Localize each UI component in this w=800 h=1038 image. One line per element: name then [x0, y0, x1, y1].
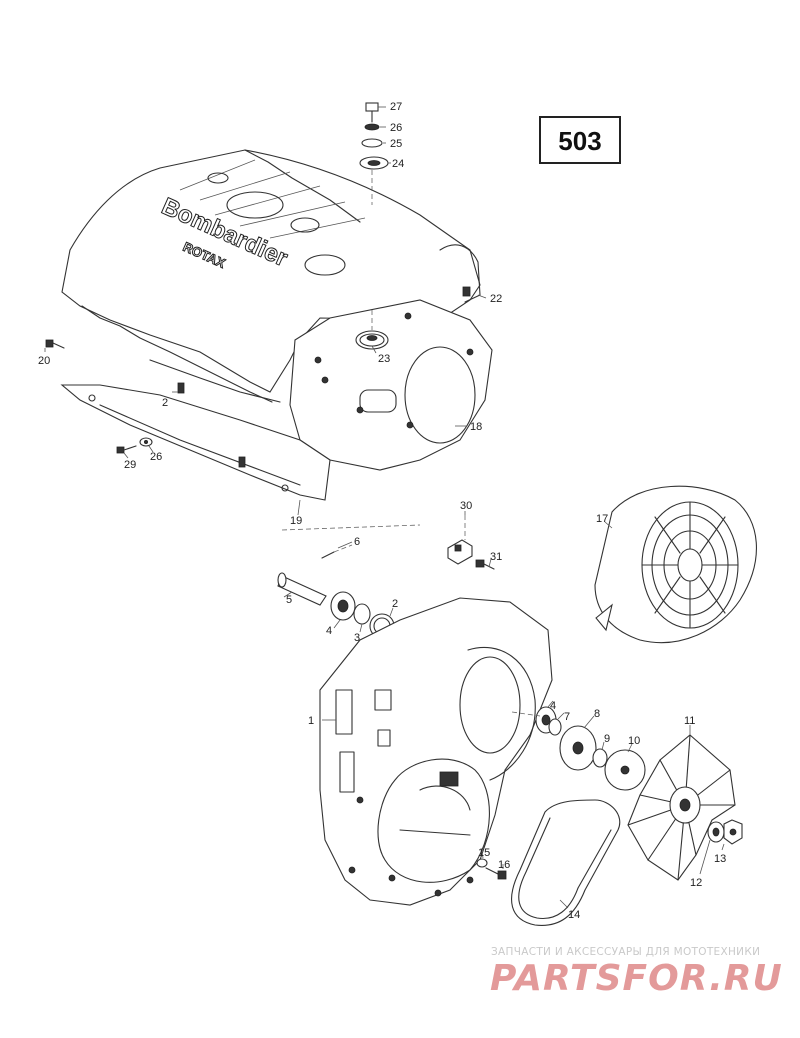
fan-housing-main	[319, 597, 553, 906]
callout-17: 17	[596, 513, 608, 525]
watermark-logo: PARTSFOR.RU	[490, 958, 783, 999]
bolt-and-washer-15-16	[476, 858, 507, 880]
callout-11: 11	[684, 715, 695, 727]
diagram-number: 503	[558, 126, 601, 156]
screw-20	[45, 339, 65, 349]
diagram-number-box: 503	[539, 116, 621, 164]
callout-20: 20	[38, 355, 50, 367]
callout-16: 16	[498, 859, 510, 871]
leader-lines	[44, 106, 725, 909]
clamp-30	[447, 515, 473, 565]
cooling-fan	[627, 734, 736, 881]
watermark-tagline: ЗАПЧАСТИ И АКСЕССУАРЫ ДЛЯ МОТОТЕХНИКИ	[491, 946, 760, 958]
callout-9: 9	[604, 733, 610, 745]
callout-7: 7	[564, 711, 570, 723]
callout-12: 12	[690, 877, 702, 889]
callout-23: 23	[378, 353, 390, 365]
callout-30: 30	[460, 500, 472, 512]
screw-and-washer	[116, 437, 153, 454]
callout-4-right: 4	[550, 700, 556, 712]
pin-6	[321, 544, 353, 559]
callout-5: 5	[286, 594, 292, 606]
callout-1: 1	[308, 715, 314, 727]
nut-and-washer	[707, 819, 743, 845]
callout-25: 25	[390, 138, 402, 150]
callout-31: 31	[490, 551, 502, 563]
watermark: ЗАПЧАСТИ И АКСЕССУАРЫ ДЛЯ МОТОТЕХНИКИ PA…	[490, 946, 783, 999]
callout-labels: 27 26 25 24 22 20 23 2 18 29 26 19 30 6 …	[38, 101, 726, 921]
callout-26-left: 26	[150, 451, 162, 463]
fan-cowl-housing: Bombardier ROTAX	[61, 149, 481, 403]
callout-13: 13	[714, 853, 726, 865]
callout-8: 8	[594, 708, 600, 720]
callout-14: 14	[568, 909, 580, 921]
callout-15: 15	[478, 847, 490, 859]
callout-27: 27	[390, 101, 402, 113]
callout-19: 19	[290, 515, 302, 527]
callout-26-top: 26	[390, 122, 402, 134]
callout-18: 18	[470, 421, 482, 433]
callout-2-mid: 2	[392, 598, 398, 610]
callout-4-left: 4	[326, 625, 332, 637]
lower-fan-housing	[289, 299, 493, 471]
fan-guard	[594, 485, 757, 644]
callout-3: 3	[354, 632, 360, 644]
callout-22: 22	[490, 293, 502, 305]
callout-29: 29	[124, 459, 136, 471]
grommet	[359, 310, 385, 347]
callout-6: 6	[354, 536, 360, 548]
callout-2-top: 2	[162, 397, 168, 409]
callout-24: 24	[392, 158, 404, 170]
drive-belt	[511, 799, 621, 926]
callout-10: 10	[628, 735, 640, 747]
fan-housing-bracket	[60, 359, 331, 501]
pulley-hardware	[511, 706, 646, 791]
